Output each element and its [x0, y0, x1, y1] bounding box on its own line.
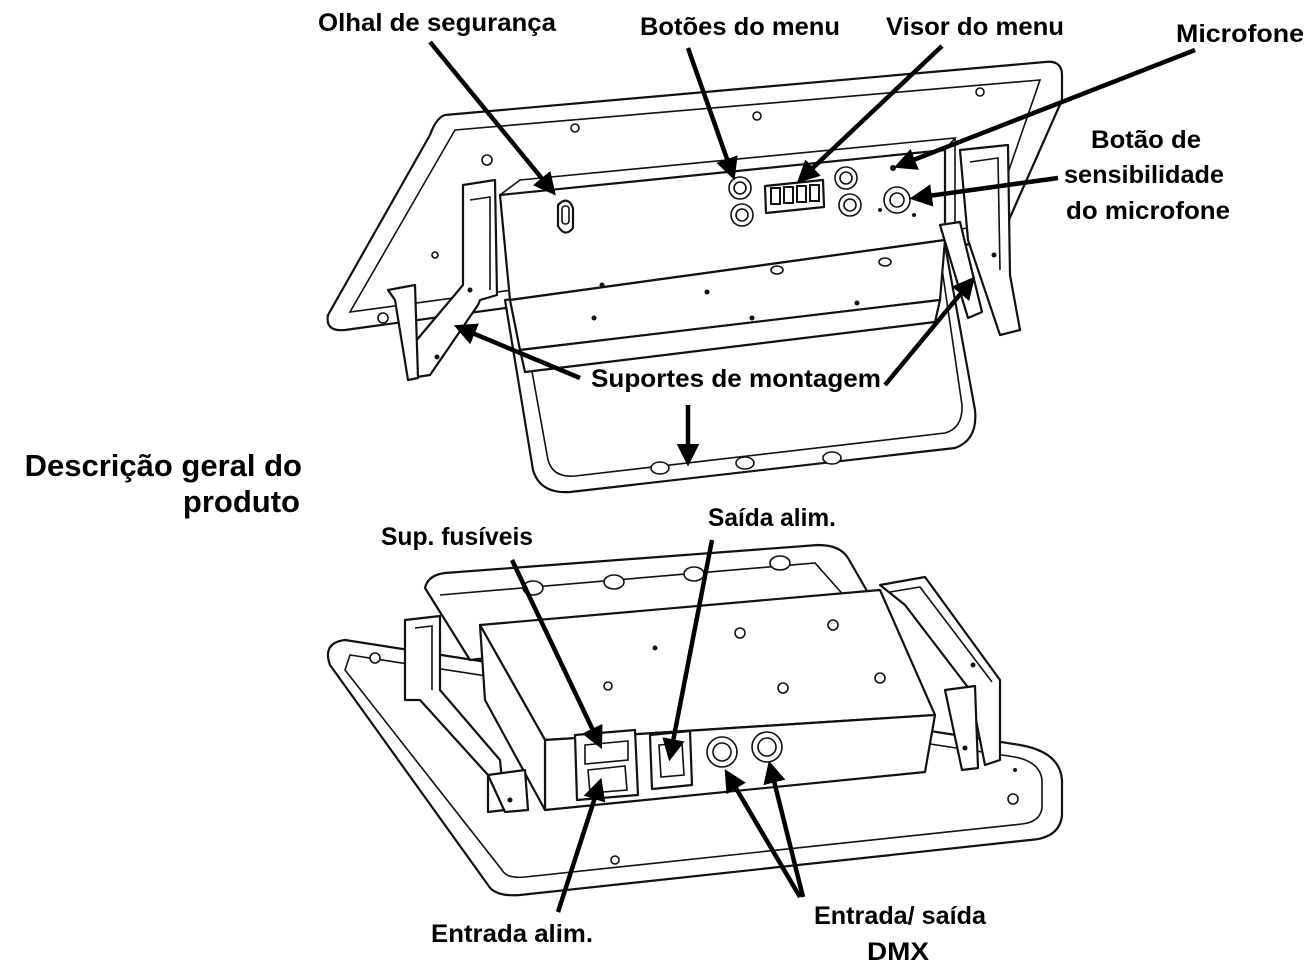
arrow-dmx-left — [724, 769, 802, 899]
arrow-fusiveis — [509, 559, 603, 750]
arrow-saida-alim — [662, 539, 715, 762]
label-botoes-do-menu: Botões do menu — [640, 13, 840, 41]
label-suportes-de-montagem: Suportes de montagem — [591, 365, 881, 393]
label-saida-alim: Saída alim. — [708, 504, 836, 532]
label-dmx-line2: DMX — [867, 938, 929, 965]
arrow-dmx-right — [763, 760, 806, 898]
arrow-sensibilidade — [909, 175, 1059, 207]
label-sensibilidade-line3: do microfone — [1066, 197, 1230, 225]
arrow-olhal — [428, 40, 556, 196]
label-sensibilidade-line2: sensibilidade — [1064, 161, 1224, 189]
label-olhal-de-seguranca: Olhal de segurança — [318, 9, 557, 37]
arrow-suportes-left — [453, 323, 581, 381]
label-visor-do-menu: Visor do menu — [886, 13, 1064, 41]
arrow-botoes — [685, 47, 738, 181]
arrow-visor — [796, 44, 944, 184]
label-entrada-alim: Entrada alim. — [431, 920, 593, 948]
arrow-microfone — [893, 47, 1196, 170]
callout-arrows — [428, 40, 1196, 913]
label-sup-fusiveis: Sup. fusíveis — [381, 523, 533, 551]
top-device-drawing — [326, 60, 1064, 494]
label-sensibilidade-line1: Botão de — [1091, 126, 1201, 154]
label-microfone: Microfone — [1176, 20, 1304, 48]
bottom-device-drawing — [326, 543, 1064, 897]
label-dmx-line1: Entrada/ saída — [814, 902, 987, 930]
arrow-entrada-alim — [555, 777, 606, 913]
diagram-title-line2: produto — [183, 484, 300, 519]
arrow-suportes-right — [883, 276, 975, 387]
diagram-title-line1: Descrição geral do — [25, 448, 302, 483]
